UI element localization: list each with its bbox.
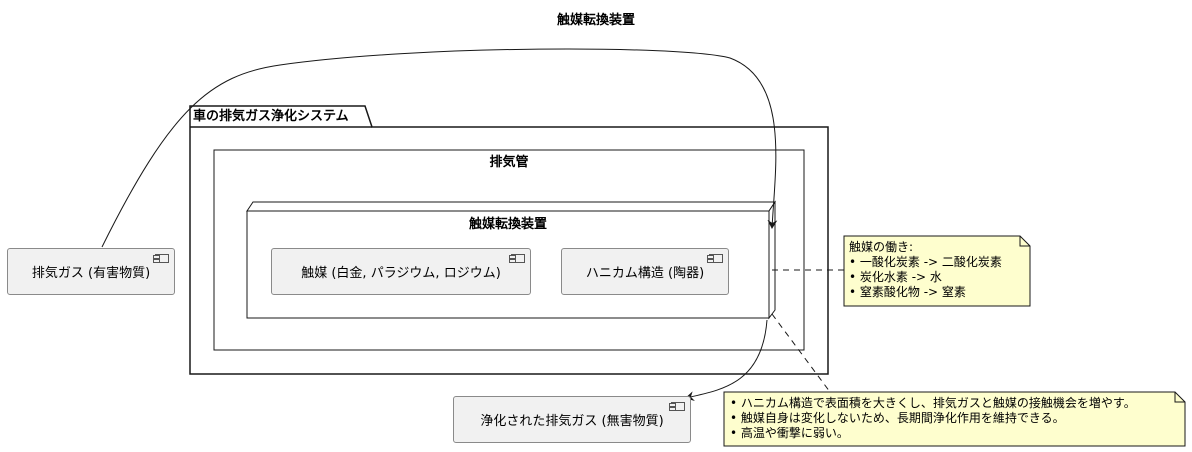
component-label: 排気ガス (有害物質) [31, 266, 151, 281]
note-title: 触媒の働き: [849, 240, 914, 254]
component-icon [669, 402, 685, 411]
note-item: • 触媒自身は変化しないため、長期間浄化作用を維持できる。 [730, 411, 1065, 425]
converter-label: 触媒転換装置 [468, 217, 547, 232]
arrow-exhaust-out [685, 319, 768, 402]
component-label: 浄化された排気ガス (無害物質) [480, 414, 664, 429]
component-icon [153, 254, 169, 263]
diagram-title: 触媒転換装置 [556, 13, 635, 28]
note-item: • 窒素酸化物 -> 窒素 [849, 285, 966, 299]
component-exhaust-in: 排気ガス (有害物質) [7, 248, 175, 295]
note-function: 触媒の働き: • 一酸化炭素 -> 二酸化炭素 • 炭化水素 -> 水 • 窒素… [849, 240, 1002, 300]
component-label: ハニカム構造 (陶器) [585, 266, 705, 281]
component-label: 触媒 (白金, パラジウム, ロジウム) [301, 266, 501, 281]
note-item: • ハニカム構造で表面積を大きくし、排気ガスと触媒の接触機会を増やす。 [730, 396, 1136, 410]
exhaust-pipe-label: 排気管 [489, 155, 529, 170]
package-outline [189, 105, 829, 375]
component-exhaust-out: 浄化された排気ガス (無害物質) [453, 396, 691, 443]
package-label: 車の排気ガス浄化システム [193, 109, 349, 124]
note-link-details [771, 313, 831, 393]
component-catalyst: 触媒 (白金, パラジウム, ロジウム) [271, 248, 531, 295]
component-icon [707, 254, 723, 263]
note-item: • 炭化水素 -> 水 [849, 270, 942, 284]
component-icon [509, 254, 525, 263]
note-item: • 一酸化炭素 -> 二酸化炭素 [849, 255, 1002, 269]
note-details: • ハニカム構造で表面積を大きくし、排気ガスと触媒の接触機会を増やす。 • 触媒… [730, 396, 1136, 441]
note-item: • 高温や衝撃に弱い。 [730, 426, 849, 440]
component-honeycomb: ハニカム構造 (陶器) [561, 248, 729, 295]
